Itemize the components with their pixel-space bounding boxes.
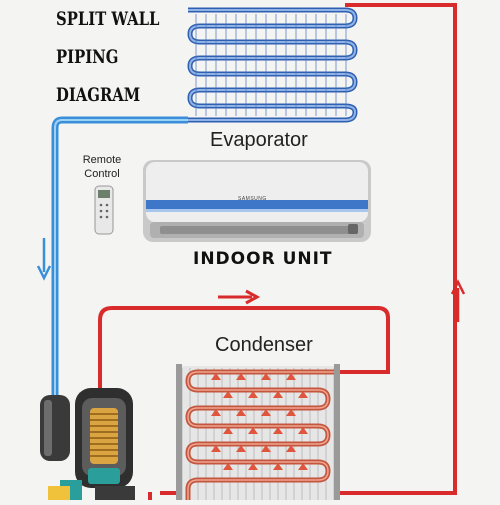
evaporator-label: Evaporator bbox=[210, 129, 308, 151]
arrow-up-icon bbox=[450, 279, 466, 322]
suction-pipe-highlight bbox=[54, 119, 188, 395]
condenser-label: Condenser bbox=[215, 334, 313, 356]
indoor-unit bbox=[143, 160, 371, 242]
diagram-title-line-1: SPLIT WALL bbox=[56, 8, 160, 30]
remote-icon bbox=[94, 185, 114, 235]
diagram-title-line-2: PIPING bbox=[56, 46, 119, 68]
compressor-icon bbox=[40, 388, 135, 500]
remote-control-label: Remote Control bbox=[82, 154, 122, 180]
arrow-right-icon bbox=[218, 289, 261, 305]
evaporator-coil bbox=[187, 7, 358, 123]
arrow-down-icon bbox=[36, 238, 52, 281]
condenser-feed-pipe bbox=[98, 306, 390, 400]
diagram-title-line-3: DIAGRAM bbox=[56, 84, 141, 106]
condenser-coil bbox=[176, 364, 340, 500]
indoor-unit-label: INDOOR UNIT bbox=[193, 249, 333, 269]
brand-logo: SAMSUNG bbox=[238, 196, 267, 202]
